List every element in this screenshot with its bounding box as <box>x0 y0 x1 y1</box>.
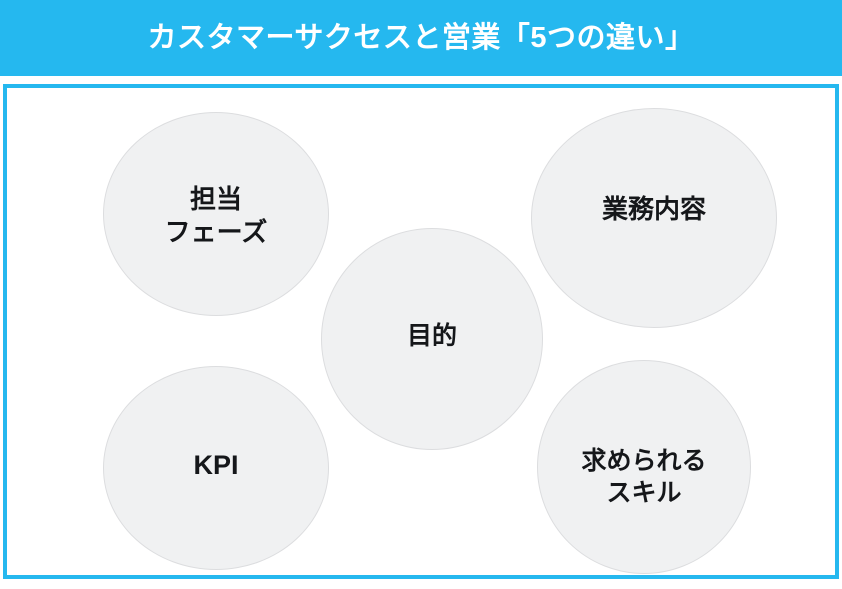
bubble-skill-label: 求められる スキル <box>581 447 707 507</box>
bubble-kpi[interactable]: KPI <box>103 366 329 570</box>
content-frame: 担当 フェーズ 業務内容 目的 KPI 求められる スキル <box>3 84 839 579</box>
bubble-phase-label: 担当 フェーズ <box>164 183 268 247</box>
bubble-goal[interactable]: 目的 <box>321 228 543 450</box>
bubble-tasks-label: 業務内容 <box>601 194 706 225</box>
bubble-phase[interactable]: 担当 フェーズ <box>103 112 329 316</box>
bubble-goal-label: 目的 <box>406 322 457 350</box>
bubble-skill[interactable]: 求められる スキル <box>537 360 751 574</box>
page-title: カスタマーサクセスと営業「5つの違い」 <box>147 21 695 54</box>
bubble-kpi-label: KPI <box>193 449 239 480</box>
header-bar: カスタマーサクセスと営業「5つの違い」 <box>0 0 842 76</box>
bubble-diagram: 担当 フェーズ 業務内容 目的 KPI 求められる スキル <box>7 88 835 575</box>
bubble-tasks[interactable]: 業務内容 <box>531 108 777 328</box>
